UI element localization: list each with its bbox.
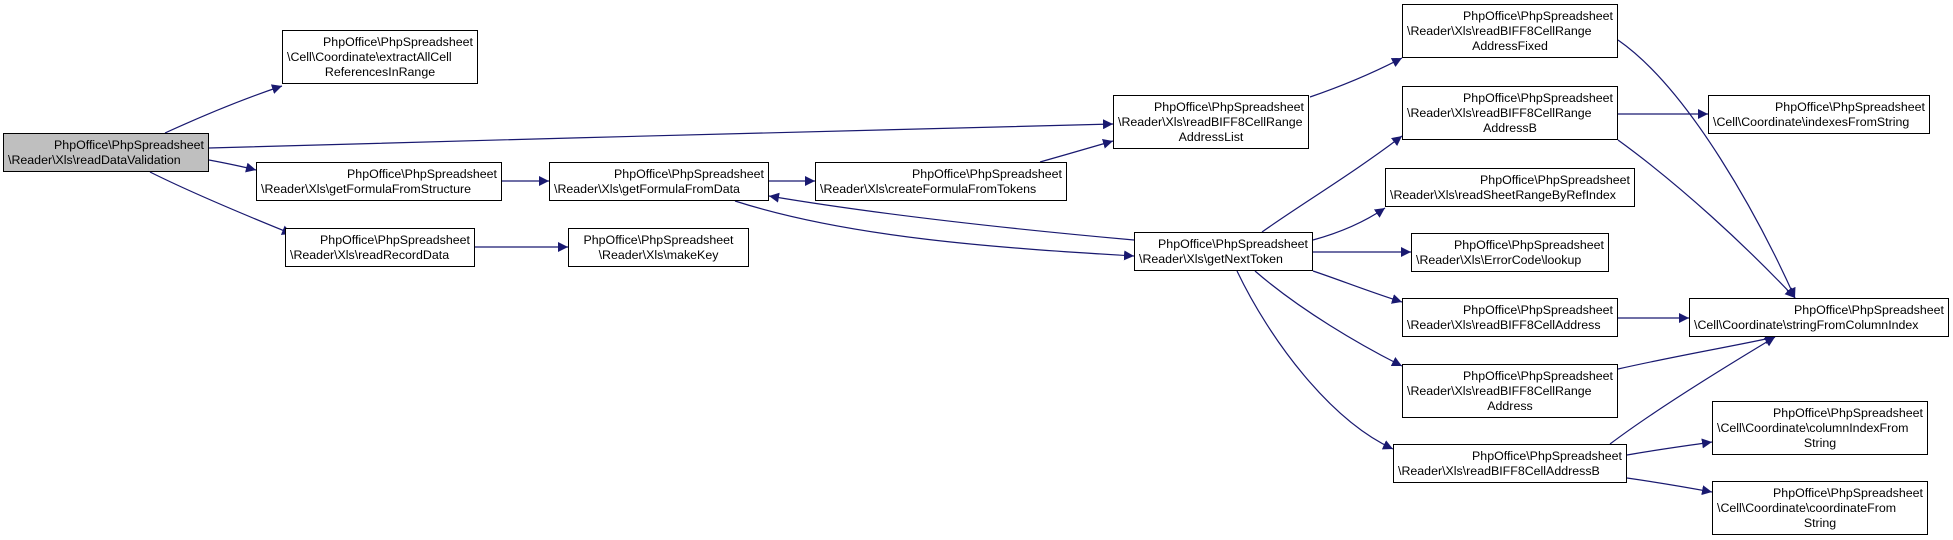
node-extractAllCellReferencesInRange[interactable]: PhpOffice\PhpSpreadsheet \Cell\Coordinat… <box>282 30 478 84</box>
node-line: AddressList <box>1178 129 1244 144</box>
node-line: \Cell\Coordinate\extractAllCell <box>287 49 452 64</box>
edge-readDataValidation-to-readBIFF8CellRangeAddressList <box>208 119 1114 149</box>
node-columnIndexFromString[interactable]: PhpOffice\PhpSpreadsheet \Cell\Coordinat… <box>1712 401 1928 455</box>
node-line: PhpOffice\PhpSpreadsheet <box>1463 368 1613 383</box>
node-makeKey[interactable]: PhpOffice\PhpSpreadsheet \Reader\Xls\mak… <box>568 228 749 267</box>
node-line: AddressFixed <box>1472 38 1548 53</box>
edge-readBIFF8CellRangeAddressFixed-to-stringFromColumnIndex <box>1617 39 1796 299</box>
edge-readBIFF8CellRangeAddress-to-stringFromColumnIndex <box>1617 334 1776 370</box>
edge-readBIFF8CellAddressB-to-stringFromColumnIndex <box>1609 336 1776 445</box>
node-createFormulaFromTokens[interactable]: PhpOffice\PhpSpreadsheet \Reader\Xls\cre… <box>815 162 1067 201</box>
node-readBIFF8CellRangeAddressList[interactable]: PhpOffice\PhpSpreadsheet \Reader\Xls\rea… <box>1113 95 1309 149</box>
edge-readBIFF8CellAddressB-to-columnIndexFromString <box>1626 438 1713 456</box>
node-line: PhpOffice\PhpSpreadsheet <box>583 232 734 247</box>
edge-createFormulaFromTokens-to-readBIFF8CellRangeAddressList <box>1039 138 1114 163</box>
node-line: String <box>1803 515 1837 530</box>
node-line: PhpOffice\PhpSpreadsheet <box>1154 99 1304 114</box>
node-line: \Reader\Xls\readBIFF8CellRange <box>1118 114 1303 129</box>
node-line: \Reader\Xls\getNextToken <box>1139 251 1283 266</box>
node-line: PhpOffice\PhpSpreadsheet <box>1463 8 1613 23</box>
node-readSheetRangeByRefIndex[interactable]: PhpOffice\PhpSpreadsheet \Reader\Xls\rea… <box>1385 168 1635 207</box>
edge-readDataValidation-to-extractAllCellReferencesInRange <box>164 84 283 134</box>
edge-getFormulaFromData-to-getNextToken <box>734 200 1135 261</box>
node-line: PhpOffice\PhpSpreadsheet <box>1472 448 1622 463</box>
node-getNextToken[interactable]: PhpOffice\PhpSpreadsheet \Reader\Xls\get… <box>1134 232 1313 271</box>
node-line: \Reader\Xls\readDataValidation <box>8 152 181 167</box>
node-readRecordData[interactable]: PhpOffice\PhpSpreadsheet \Reader\Xls\rea… <box>285 228 475 267</box>
node-readBIFF8CellRangeAddressB[interactable]: PhpOffice\PhpSpreadsheet \Reader\Xls\rea… <box>1402 86 1618 140</box>
node-line: \Cell\Coordinate\stringFromColumnIndex <box>1694 317 1919 332</box>
node-line: PhpOffice\PhpSpreadsheet <box>54 137 204 152</box>
node-line: PhpOffice\PhpSpreadsheet <box>1454 237 1604 252</box>
node-line: PhpOffice\PhpSpreadsheet <box>1463 90 1613 105</box>
node-getFormulaFromData[interactable]: PhpOffice\PhpSpreadsheet \Reader\Xls\get… <box>549 162 769 201</box>
node-line: String <box>1803 435 1837 450</box>
node-line: \Reader\Xls\readRecordData <box>290 247 450 262</box>
node-line: \Reader\Xls\readBIFF8CellRange <box>1407 105 1592 120</box>
edge-getNextToken-to-readBIFF8CellAddressB <box>1236 270 1394 450</box>
node-readBIFF8CellAddressB[interactable]: PhpOffice\PhpSpreadsheet \Reader\Xls\rea… <box>1393 444 1627 483</box>
node-line: \Cell\Coordinate\columnIndexFrom <box>1717 420 1909 435</box>
node-line: PhpOffice\PhpSpreadsheet <box>912 166 1062 181</box>
node-line: \Reader\Xls\makeKey <box>598 247 719 262</box>
node-readDataValidation[interactable]: PhpOffice\PhpSpreadsheet \Reader\Xls\rea… <box>3 133 209 172</box>
node-line: PhpOffice\PhpSpreadsheet <box>347 166 497 181</box>
node-line: \Cell\Coordinate\indexesFromString <box>1713 114 1910 129</box>
node-indexesFromString[interactable]: PhpOffice\PhpSpreadsheet \Cell\Coordinat… <box>1708 95 1930 134</box>
node-line: PhpOffice\PhpSpreadsheet <box>1158 236 1308 251</box>
edge-getNextToken-to-readBIFF8CellAddress <box>1312 270 1403 304</box>
node-line: PhpOffice\PhpSpreadsheet <box>614 166 764 181</box>
node-line: \Cell\Coordinate\coordinateFrom <box>1717 500 1897 515</box>
node-getFormulaFromStructure[interactable]: PhpOffice\PhpSpreadsheet \Reader\Xls\get… <box>256 162 502 201</box>
node-line: PhpOffice\PhpSpreadsheet <box>1775 99 1925 114</box>
node-line: \Reader\Xls\readBIFF8CellAddressB <box>1398 463 1600 478</box>
edge-readDataValidation-to-getFormulaFromStructure <box>208 159 257 173</box>
node-line: PhpOffice\PhpSpreadsheet <box>320 232 470 247</box>
node-line: Address <box>1487 398 1533 413</box>
node-line: AddressB <box>1483 120 1537 135</box>
node-stringFromColumnIndex[interactable]: PhpOffice\PhpSpreadsheet \Cell\Coordinat… <box>1689 298 1949 337</box>
node-lookup[interactable]: PhpOffice\PhpSpreadsheet \Reader\Xls\Err… <box>1411 233 1609 272</box>
node-line: PhpOffice\PhpSpreadsheet <box>1794 302 1944 317</box>
edge-readBIFF8CellAddressB-to-coordinateFromString <box>1626 477 1713 496</box>
node-line: \Reader\Xls\getFormulaFromStructure <box>261 181 472 196</box>
node-readBIFF8CellRangeAddress[interactable]: PhpOffice\PhpSpreadsheet \Reader\Xls\rea… <box>1402 364 1618 418</box>
node-coordinateFromString[interactable]: PhpOffice\PhpSpreadsheet \Cell\Coordinat… <box>1712 481 1928 535</box>
node-line: PhpOffice\PhpSpreadsheet <box>1463 302 1613 317</box>
node-line: \Reader\Xls\getFormulaFromData <box>554 181 740 196</box>
edge-readDataValidation-to-readRecordData <box>149 171 293 235</box>
node-line: \Reader\Xls\readBIFF8CellRange <box>1407 23 1592 38</box>
edge-getNextToken-to-readBIFF8CellRangeAddress <box>1254 270 1403 367</box>
node-line: \Reader\Xls\readBIFF8CellAddress <box>1407 317 1601 332</box>
node-line: PhpOffice\PhpSpreadsheet <box>1480 172 1630 187</box>
node-line: \Reader\Xls\ErrorCode\lookup <box>1416 252 1582 267</box>
node-line: \Reader\Xls\readSheetRangeByRefIndex <box>1390 187 1616 202</box>
node-readBIFF8CellRangeAddressFixed[interactable]: PhpOffice\PhpSpreadsheet \Reader\Xls\rea… <box>1402 4 1618 58</box>
edge-getNextToken-to-readBIFF8CellRangeAddressB <box>1261 135 1403 233</box>
edge-getNextToken-to-getFormulaFromData <box>768 192 1135 241</box>
node-line: \Reader\Xls\readBIFF8CellRange <box>1407 383 1592 398</box>
node-line: ReferencesInRange <box>324 64 436 79</box>
edge-readBIFF8CellRangeAddressList-to-readBIFF8CellRangeAddressFixed <box>1309 57 1403 98</box>
node-line: PhpOffice\PhpSpreadsheet <box>1773 405 1923 420</box>
node-line: PhpOffice\PhpSpreadsheet <box>323 34 473 49</box>
edge-getNextToken-to-readSheetRangeByRefIndex <box>1312 207 1386 241</box>
node-line: \Reader\Xls\createFormulaFromTokens <box>820 181 1037 196</box>
node-readBIFF8CellAddress[interactable]: PhpOffice\PhpSpreadsheet \Reader\Xls\rea… <box>1402 298 1618 337</box>
edge-readBIFF8CellRangeAddressB-to-stringFromColumnIndex <box>1617 139 1796 299</box>
node-line: PhpOffice\PhpSpreadsheet <box>1773 485 1923 500</box>
